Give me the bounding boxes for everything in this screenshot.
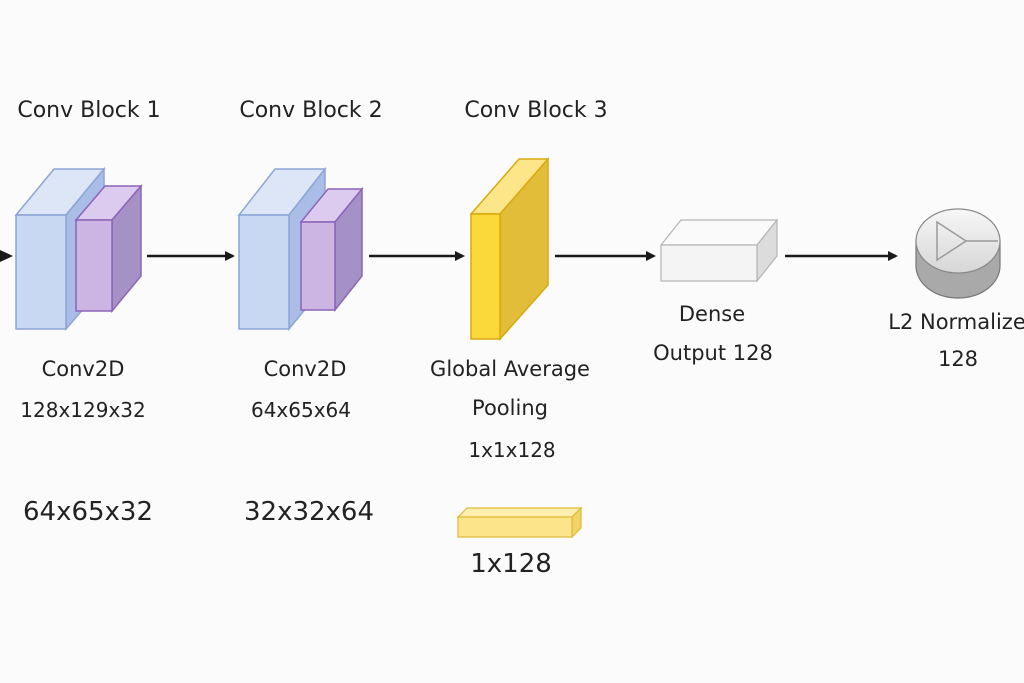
block1-pool-cube: [74, 183, 143, 314]
block1-pool-shape: 64x65x32: [22, 497, 154, 527]
block3-layer-line2: Pooling: [472, 396, 548, 420]
block2-layer-label: Conv2D: [263, 357, 347, 381]
block3-flat-bar: [456, 506, 583, 539]
dense-label-line2: Output 128: [653, 341, 773, 365]
block3-layer-line1: Global Average: [430, 357, 590, 381]
block3-gap-slab: [469, 157, 550, 341]
l2-label-line1: L2 Normalize: [888, 310, 1024, 334]
block3-flat-shape: 1x128: [470, 549, 552, 579]
block1-conv-shape: 128x129x32: [20, 398, 146, 422]
block1-title: Conv Block 1: [17, 98, 161, 123]
l2-normalize-cylinder: [915, 208, 1001, 299]
block2-title: Conv Block 2: [239, 98, 383, 123]
input-arrow-head: [0, 250, 13, 262]
dense-label-line1: Dense: [678, 302, 746, 326]
block2-conv-shape: 64x65x64: [250, 398, 352, 422]
block3-title: Conv Block 3: [464, 98, 608, 123]
block3-pool-shape: 1x1x128: [468, 438, 556, 462]
block2-pool-shape: 32x32x64: [243, 497, 375, 527]
block2-pool-cube: [299, 186, 364, 313]
triangle-icon: [936, 220, 968, 262]
block1-layer-label: Conv2D: [41, 357, 125, 381]
l2-label-line2: 128: [937, 347, 979, 371]
dense-box: [659, 218, 779, 283]
